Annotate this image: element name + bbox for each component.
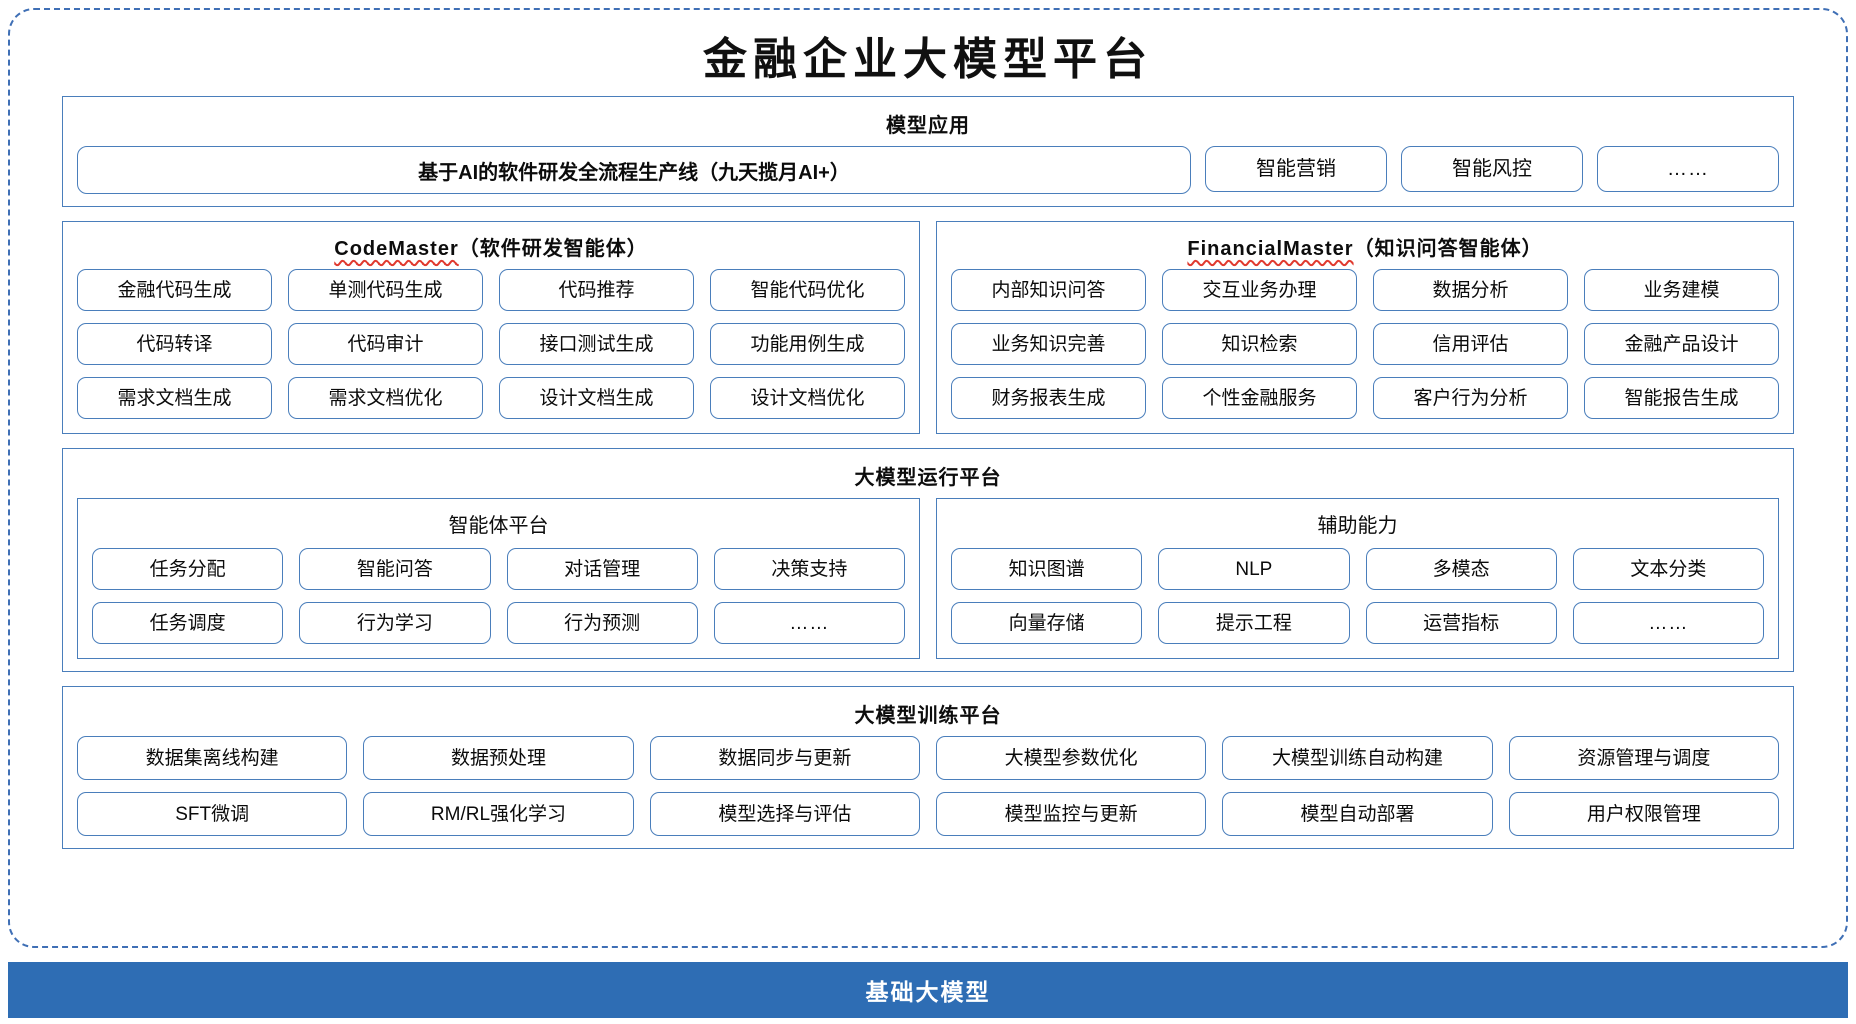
training-item-2[interactable]: 数据预处理 — [363, 736, 634, 781]
auxiliary-item-7[interactable]: 运营指标 — [1365, 602, 1557, 645]
training-item-10[interactable]: 模型监控与更新 — [936, 792, 1207, 837]
agent-platform-item-more[interactable]: …… — [713, 602, 905, 645]
auxiliary-capability-title: 辅助能力 — [1317, 515, 1398, 538]
code-master-item-9[interactable]: 需求文档生成 — [77, 377, 272, 420]
financial-master-items: 内部知识问答 交互业务办理 数据分析 业务建模 业务知识完善 知识检索 信用评估… — [951, 269, 1779, 420]
financial-master-item-3[interactable]: 数据分析 — [1373, 269, 1568, 312]
training-item-12[interactable]: 用户权限管理 — [1508, 792, 1779, 837]
agent-platform-title: 智能体平台 — [448, 515, 549, 538]
financial-master-item-10[interactable]: 个性金融服务 — [1162, 377, 1357, 420]
app-item-smart-risk-control[interactable]: 智能风控 — [1401, 146, 1583, 193]
financial-master-item-12[interactable]: 智能报告生成 — [1584, 377, 1779, 420]
financial-master-title: FinancialMaster（知识问答智能体） — [951, 228, 1779, 269]
auxiliary-item-1[interactable]: 知识图谱 — [951, 548, 1143, 591]
training-platform-title: 大模型训练平台 — [854, 705, 1002, 728]
auxiliary-item-3[interactable]: 多模态 — [1365, 548, 1557, 591]
agent-platform-items: 任务分配 智能问答 对话管理 决策支持 任务调度 行为学习 行为预测 …… — [92, 548, 905, 645]
training-item-1[interactable]: 数据集离线构建 — [77, 736, 348, 781]
code-master-item-7[interactable]: 接口测试生成 — [499, 323, 694, 366]
code-master-item-12[interactable]: 设计文档优化 — [710, 377, 905, 420]
model-application-title: 模型应用 — [886, 115, 970, 138]
code-master-item-5[interactable]: 代码转译 — [77, 323, 272, 366]
code-master-item-1[interactable]: 金融代码生成 — [77, 269, 272, 312]
agent-platform-item-4[interactable]: 决策支持 — [713, 548, 905, 591]
code-master-item-8[interactable]: 功能用例生成 — [710, 323, 905, 366]
runtime-platform-panel: 大模型运行平台 智能体平台 任务分配 智能问答 对话管理 决策支持 任务调度 行… — [62, 448, 1794, 673]
training-item-3[interactable]: 数据同步与更新 — [649, 736, 920, 781]
training-item-5[interactable]: 大模型训练自动构建 — [1222, 736, 1493, 781]
code-master-title-cn: （软件研发智能体） — [458, 238, 648, 261]
agent-platform-item-5[interactable]: 任务调度 — [92, 602, 284, 645]
auxiliary-capability-subpanel: 辅助能力 知识图谱 NLP 多模态 文本分类 向量存储 提示工程 运营指标 …… — [936, 498, 1779, 660]
code-master-panel: CodeMaster（软件研发智能体） 金融代码生成 单测代码生成 代码推荐 智… — [62, 221, 920, 435]
financial-master-item-2[interactable]: 交互业务办理 — [1162, 269, 1357, 312]
model-application-panel: 模型应用 基于AI的软件研发全流程生产线（九天揽月AI+） 智能营销 智能风控 … — [62, 96, 1794, 208]
runtime-platform-title: 大模型运行平台 — [854, 467, 1002, 490]
training-item-4[interactable]: 大模型参数优化 — [936, 736, 1207, 781]
financial-master-item-7[interactable]: 信用评估 — [1373, 323, 1568, 366]
code-master-item-4[interactable]: 智能代码优化 — [710, 269, 905, 312]
training-item-9[interactable]: 模型选择与评估 — [649, 792, 920, 837]
training-platform-items: 数据集离线构建 数据预处理 数据同步与更新 大模型参数优化 大模型训练自动构建 … — [77, 736, 1779, 837]
financial-master-title-latin: FinancialMaster — [1187, 238, 1354, 261]
financial-master-item-4[interactable]: 业务建模 — [1584, 269, 1779, 312]
code-master-title-latin: CodeMaster — [334, 238, 459, 261]
agent-platform-item-3[interactable]: 对话管理 — [506, 548, 698, 591]
agent-platform-item-7[interactable]: 行为预测 — [506, 602, 698, 645]
platform-outer-frame: 金融企业大模型平台 模型应用 基于AI的软件研发全流程生产线（九天揽月AI+） … — [8, 8, 1848, 948]
app-item-ai-pipeline[interactable]: 基于AI的软件研发全流程生产线（九天揽月AI+） — [77, 146, 1191, 195]
training-item-8[interactable]: RM/RL强化学习 — [363, 792, 634, 837]
app-item-more[interactable]: …… — [1597, 146, 1779, 193]
financial-master-item-1[interactable]: 内部知识问答 — [951, 269, 1146, 312]
financial-master-item-5[interactable]: 业务知识完善 — [951, 323, 1146, 366]
auxiliary-item-2[interactable]: NLP — [1158, 548, 1350, 591]
agent-platform-item-2[interactable]: 智能问答 — [299, 548, 491, 591]
auxiliary-item-6[interactable]: 提示工程 — [1158, 602, 1350, 645]
financial-master-item-8[interactable]: 金融产品设计 — [1584, 323, 1779, 366]
financial-master-item-9[interactable]: 财务报表生成 — [951, 377, 1146, 420]
auxiliary-item-5[interactable]: 向量存储 — [951, 602, 1143, 645]
training-item-7[interactable]: SFT微调 — [77, 792, 348, 837]
financial-master-title-cn: （知识问答智能体） — [1353, 238, 1543, 261]
model-application-items: 基于AI的软件研发全流程生产线（九天揽月AI+） 智能营销 智能风控 …… — [77, 146, 1779, 195]
auxiliary-item-more[interactable]: …… — [1572, 602, 1764, 645]
runtime-platform-columns: 智能体平台 任务分配 智能问答 对话管理 决策支持 任务调度 行为学习 行为预测… — [77, 498, 1779, 660]
training-platform-panel: 大模型训练平台 数据集离线构建 数据预处理 数据同步与更新 大模型参数优化 大模… — [62, 686, 1794, 850]
code-master-item-2[interactable]: 单测代码生成 — [288, 269, 483, 312]
agent-panels: CodeMaster（软件研发智能体） 金融代码生成 单测代码生成 代码推荐 智… — [62, 221, 1794, 435]
foundation-model-bar: 基础大模型 — [8, 962, 1848, 1018]
page-title: 金融企业大模型平台 — [703, 35, 1153, 84]
financial-master-panel: FinancialMaster（知识问答智能体） 内部知识问答 交互业务办理 数… — [936, 221, 1794, 435]
code-master-item-11[interactable]: 设计文档生成 — [499, 377, 694, 420]
training-item-11[interactable]: 模型自动部署 — [1222, 792, 1493, 837]
financial-master-item-6[interactable]: 知识检索 — [1162, 323, 1357, 366]
financial-master-item-11[interactable]: 客户行为分析 — [1373, 377, 1568, 420]
app-item-smart-marketing[interactable]: 智能营销 — [1205, 146, 1387, 193]
agent-platform-item-1[interactable]: 任务分配 — [92, 548, 284, 591]
code-master-item-10[interactable]: 需求文档优化 — [288, 377, 483, 420]
agent-platform-subpanel: 智能体平台 任务分配 智能问答 对话管理 决策支持 任务调度 行为学习 行为预测… — [77, 498, 920, 660]
code-master-item-6[interactable]: 代码审计 — [288, 323, 483, 366]
code-master-title: CodeMaster（软件研发智能体） — [77, 228, 905, 269]
agent-platform-item-6[interactable]: 行为学习 — [299, 602, 491, 645]
auxiliary-capability-items: 知识图谱 NLP 多模态 文本分类 向量存储 提示工程 运营指标 …… — [951, 548, 1764, 645]
foundation-model-label: 基础大模型 — [865, 979, 991, 1005]
code-master-item-3[interactable]: 代码推荐 — [499, 269, 694, 312]
auxiliary-item-4[interactable]: 文本分类 — [1572, 548, 1764, 591]
training-item-6[interactable]: 资源管理与调度 — [1508, 736, 1779, 781]
code-master-items: 金融代码生成 单测代码生成 代码推荐 智能代码优化 代码转译 代码审计 接口测试… — [77, 269, 905, 420]
